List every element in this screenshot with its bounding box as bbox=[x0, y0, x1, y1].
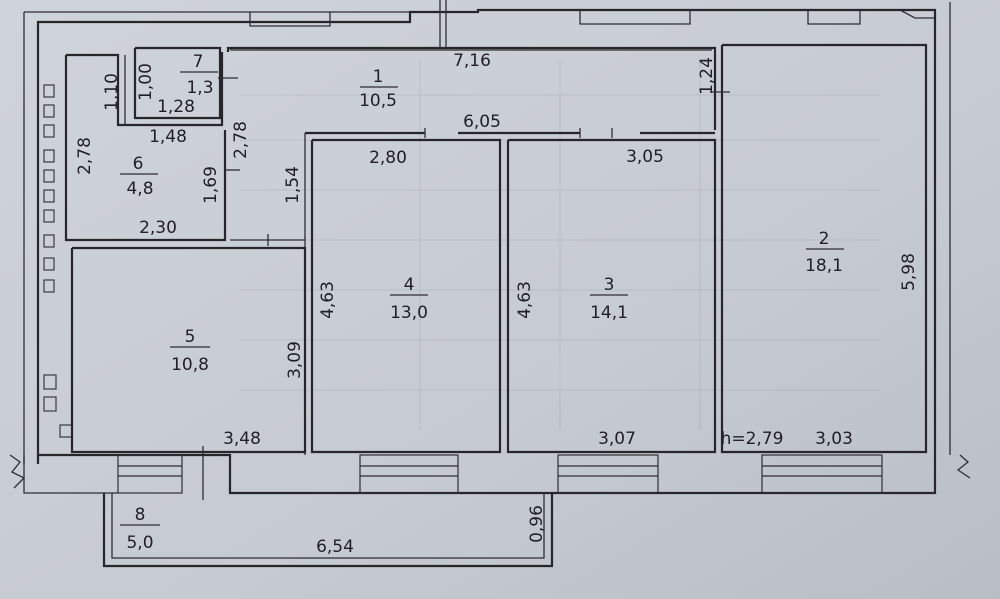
dim-ceiling-height: h=2,79 bbox=[721, 429, 784, 449]
dim-room6-right-height: 2,78 bbox=[231, 121, 251, 159]
room-6-number: 6 bbox=[133, 154, 144, 174]
dim-room7-height: 1,00 bbox=[136, 63, 156, 101]
dimension-labels: 7,16 1,24 1,10 1,00 1,28 1,48 2,78 2,78 … bbox=[75, 51, 919, 557]
dim-room3-height: 4,63 bbox=[515, 281, 535, 319]
room-1-area: 10,5 bbox=[359, 91, 397, 111]
dim-corridor-length: 7,16 bbox=[453, 51, 491, 71]
room-8-number: 8 bbox=[135, 505, 146, 525]
dim-room6-upper-width: 1,48 bbox=[149, 127, 187, 147]
dim-room3-top: 3,05 bbox=[626, 147, 664, 167]
room-5-area: 10,8 bbox=[171, 355, 209, 375]
left-wall-hatch bbox=[43, 84, 73, 438]
room-4-area: 13,0 bbox=[390, 303, 428, 323]
bottom-windows bbox=[117, 446, 883, 500]
room-8-area: 5,0 bbox=[126, 533, 153, 553]
dim-room4-height: 4,63 bbox=[318, 281, 338, 319]
room-5-number: 5 bbox=[185, 327, 196, 347]
dim-room7-width: 1,28 bbox=[157, 97, 195, 117]
room-4-number: 4 bbox=[404, 275, 415, 295]
room-7-number: 7 bbox=[193, 52, 204, 72]
room-6-area: 4,8 bbox=[126, 179, 153, 199]
dim-room3-width: 3,07 bbox=[598, 429, 636, 449]
dim-hall-height: 1,54 bbox=[283, 166, 303, 204]
room-3-area: 14,1 bbox=[590, 303, 628, 323]
dim-corridor-step: 1,24 bbox=[697, 57, 717, 95]
dim-room6-width: 2,30 bbox=[139, 218, 177, 238]
room-3-number: 3 bbox=[604, 275, 615, 295]
room-2-area: 18,1 bbox=[805, 256, 843, 276]
interior-walls bbox=[64, 0, 928, 455]
dim-balcony-length: 6,54 bbox=[316, 537, 354, 557]
dim-room6-inner-height: 1,69 bbox=[201, 166, 221, 204]
dim-room5-height: 3,09 bbox=[285, 341, 305, 379]
room-2-number: 2 bbox=[819, 229, 830, 249]
dim-room4-top: 2,80 bbox=[369, 148, 407, 168]
dim-corridor-width: 6,05 bbox=[463, 112, 501, 132]
dim-balcony-depth: 0,96 bbox=[527, 505, 547, 543]
dim-room2-height: 5,98 bbox=[899, 253, 919, 291]
dim-room2-width: 3,03 bbox=[815, 429, 853, 449]
balcony bbox=[102, 493, 554, 568]
room-1-number: 1 bbox=[373, 67, 384, 87]
room-labels: 1 10,5 2 18,1 3 14,1 4 13,0 5 10,8 6 4,8… bbox=[120, 52, 844, 553]
dim-room6-left-height: 2,78 bbox=[75, 137, 95, 175]
room-7-area: 1,3 bbox=[186, 78, 213, 98]
dim-room5-width: 3,48 bbox=[223, 429, 261, 449]
dim-room6-upper-height: 1,10 bbox=[102, 73, 122, 111]
